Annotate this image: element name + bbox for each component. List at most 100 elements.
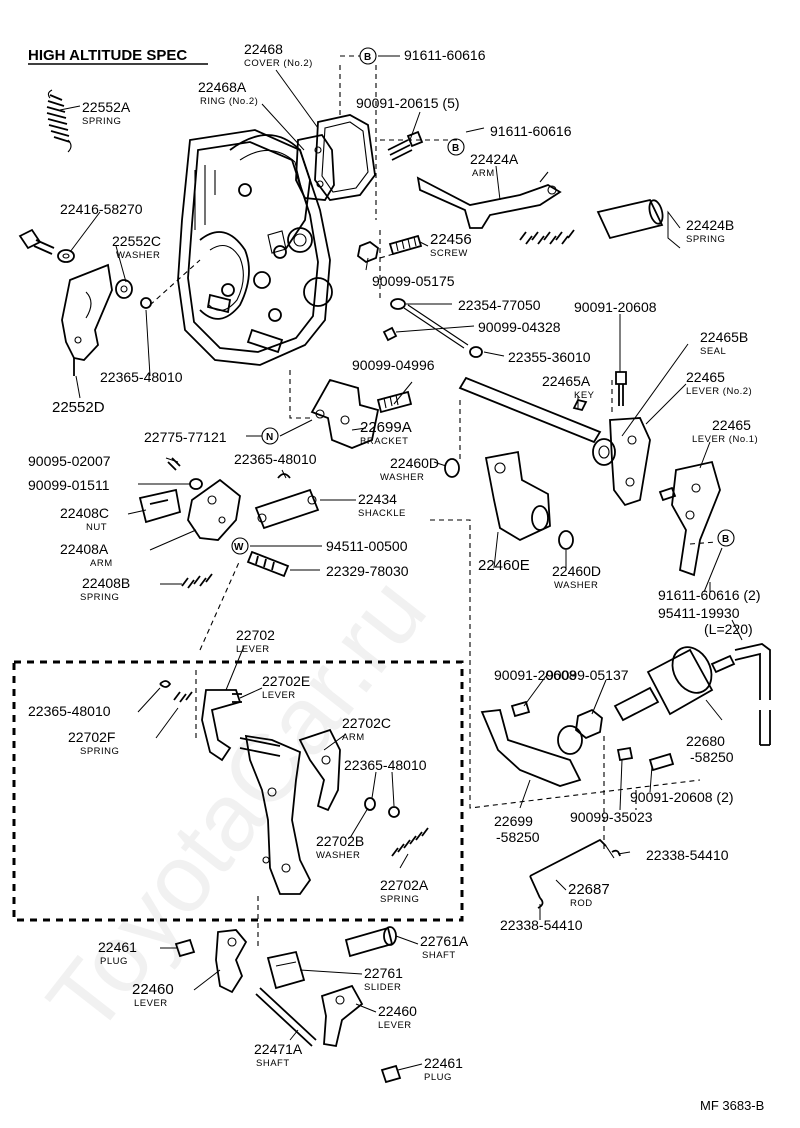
part-label-22761: 22761 SLIDER bbox=[364, 965, 403, 993]
svg-text:-58250: -58250 bbox=[690, 749, 734, 765]
part-label-22702c: 22702C ARM bbox=[342, 715, 391, 743]
part-label-22460-right: 22460 LEVER bbox=[378, 1003, 417, 1031]
svg-text:22456: 22456 bbox=[430, 231, 472, 248]
part-label-90099-04328: 90099-04328 bbox=[478, 319, 561, 335]
svg-text:LEVER: LEVER bbox=[378, 1020, 412, 1031]
part-label-91611-60616-b2: 91611-60616 bbox=[490, 123, 572, 139]
svg-text:22471A: 22471A bbox=[254, 1041, 303, 1057]
svg-text:22408A: 22408A bbox=[60, 541, 109, 557]
svg-text:22460D: 22460D bbox=[390, 455, 439, 471]
part-label-22338-54410-b: 22338-54410 bbox=[500, 917, 583, 933]
washer-22702b-drawing bbox=[364, 797, 376, 811]
svg-text:SEAL: SEAL bbox=[700, 346, 726, 357]
part-label-22355-36010: 22355-36010 bbox=[508, 349, 591, 365]
svg-text:22702E: 22702E bbox=[262, 673, 310, 689]
part-label-22460d-top: 22460D WASHER bbox=[380, 455, 439, 483]
svg-text:22699: 22699 bbox=[494, 813, 533, 829]
lever-22460e-drawing bbox=[484, 450, 551, 542]
svg-text:B: B bbox=[722, 534, 729, 545]
svg-text:SPRING: SPRING bbox=[82, 116, 121, 127]
svg-text:22424A: 22424A bbox=[470, 151, 519, 167]
bolt-90091-20608-2-drawing bbox=[648, 752, 675, 772]
part-label-22699a: 22699A BRACKET bbox=[360, 419, 412, 447]
svg-text:22465B: 22465B bbox=[700, 329, 748, 345]
svg-text:LEVER: LEVER bbox=[236, 644, 270, 655]
link-22354-drawing bbox=[382, 298, 483, 358]
svg-text:SPRING: SPRING bbox=[80, 746, 119, 757]
part-label-22465-no2: 22465 LEVER (No.2) bbox=[686, 369, 752, 397]
part-label-90099-35023: 90099-35023 bbox=[570, 809, 653, 825]
svg-text:22465: 22465 bbox=[686, 369, 725, 385]
lever-22460-left-drawing bbox=[215, 929, 248, 994]
screw-22329-drawing bbox=[246, 550, 290, 578]
svg-text:22552C: 22552C bbox=[112, 233, 161, 249]
nut-90099-05175-drawing bbox=[357, 240, 379, 264]
svg-text:LEVER (No.1): LEVER (No.1) bbox=[692, 434, 758, 445]
svg-text:22434: 22434 bbox=[358, 491, 397, 507]
svg-text:SHAFT: SHAFT bbox=[422, 950, 456, 961]
pin-90095-drawing bbox=[167, 457, 181, 471]
part-label-22471a: 22471A SHAFT bbox=[254, 1041, 303, 1069]
part-label-22552d: 22552D bbox=[52, 399, 105, 416]
part-label-22465-no1: 22465 LEVER (No.1) bbox=[692, 417, 758, 445]
svg-text:22687: 22687 bbox=[568, 881, 610, 898]
part-label-22460e: 22460E bbox=[478, 557, 530, 574]
part-label-22702e: 22702E LEVER bbox=[262, 673, 310, 701]
assembly-box-22702 bbox=[12, 660, 464, 922]
svg-text:WASHER: WASHER bbox=[380, 472, 424, 483]
part-label-22408a: 22408A ARM bbox=[60, 541, 113, 569]
clip-22365-a-drawing bbox=[140, 297, 152, 309]
lever-22552d-drawing bbox=[61, 263, 113, 376]
svg-text:22465A: 22465A bbox=[542, 373, 591, 389]
part-label-22329-78030: 22329-78030 bbox=[326, 563, 409, 579]
part-label-22434: 22434 SHACKLE bbox=[358, 491, 406, 519]
svg-text:22461: 22461 bbox=[424, 1055, 463, 1071]
part-label-22465a: 22465A KEY bbox=[542, 373, 594, 401]
shaft-22465a-drawing bbox=[458, 376, 602, 444]
part-label-22465b: 22465B SEAL bbox=[700, 329, 748, 357]
part-label-22468a: 22468A RING (No.2) bbox=[198, 79, 258, 107]
svg-text:B: B bbox=[452, 143, 459, 154]
svg-text:22702F: 22702F bbox=[68, 729, 115, 745]
spring-22424b-drawing bbox=[519, 198, 664, 245]
svg-text:NUT: NUT bbox=[86, 522, 107, 533]
svg-text:PLUG: PLUG bbox=[424, 1072, 452, 1083]
svg-text:22552A: 22552A bbox=[82, 99, 131, 115]
part-label-22424a: 22424A ARM bbox=[470, 151, 519, 179]
svg-text:22465: 22465 bbox=[712, 417, 751, 433]
svg-text:WASHER: WASHER bbox=[316, 850, 360, 861]
svg-text:22468: 22468 bbox=[244, 41, 283, 57]
part-label-90091-20608-top: 90091-20608 bbox=[574, 299, 657, 315]
spring-22552a-drawing bbox=[46, 89, 72, 153]
part-label-22365-48010-b: 22365-48010 bbox=[234, 451, 317, 467]
svg-text:22460D: 22460D bbox=[552, 563, 601, 579]
svg-text:22408C: 22408C bbox=[60, 505, 109, 521]
svg-text:WASHER: WASHER bbox=[116, 250, 160, 261]
nut-22408c-drawing bbox=[138, 488, 182, 524]
part-label-22408c: 22408C NUT bbox=[60, 505, 109, 533]
part-label-95411-19930: 95411-19930 bbox=[658, 605, 740, 621]
part-label-22424b: 22424B SPRING bbox=[686, 217, 734, 245]
part-label-22761a: 22761A SHAFT bbox=[420, 933, 469, 961]
svg-text:SHAFT: SHAFT bbox=[256, 1058, 290, 1069]
part-label-22775-77121: 22775-77121 bbox=[144, 429, 227, 445]
shackle-22434-drawing bbox=[254, 473, 320, 530]
part-label-22702: 22702 LEVER bbox=[236, 627, 275, 655]
svg-text:SPRING: SPRING bbox=[80, 592, 119, 603]
part-label-95411-length: (L=220) bbox=[704, 621, 753, 637]
part-label-22365-48010-a: 22365-48010 bbox=[100, 369, 183, 385]
svg-text:ARM: ARM bbox=[90, 558, 113, 569]
spring-22702f-drawing bbox=[173, 691, 193, 703]
svg-text:22699A: 22699A bbox=[360, 419, 412, 436]
part-label-22702b: 22702B WASHER bbox=[316, 833, 364, 861]
lever-22702-drawing bbox=[239, 734, 312, 895]
part-label-22702a: 22702A SPRING bbox=[380, 877, 429, 905]
reference-code: MF 3683-B bbox=[700, 1098, 764, 1113]
washer-22460d-bottom-drawing bbox=[558, 530, 574, 550]
svg-text:N: N bbox=[266, 432, 273, 443]
bolt-90091-20608-mid-drawing bbox=[510, 700, 531, 718]
washer-22460d-top-drawing bbox=[444, 458, 460, 478]
callout-n: N bbox=[261, 427, 279, 445]
clip-22365-c-drawing bbox=[159, 680, 172, 688]
svg-text:SHACKLE: SHACKLE bbox=[358, 508, 406, 519]
